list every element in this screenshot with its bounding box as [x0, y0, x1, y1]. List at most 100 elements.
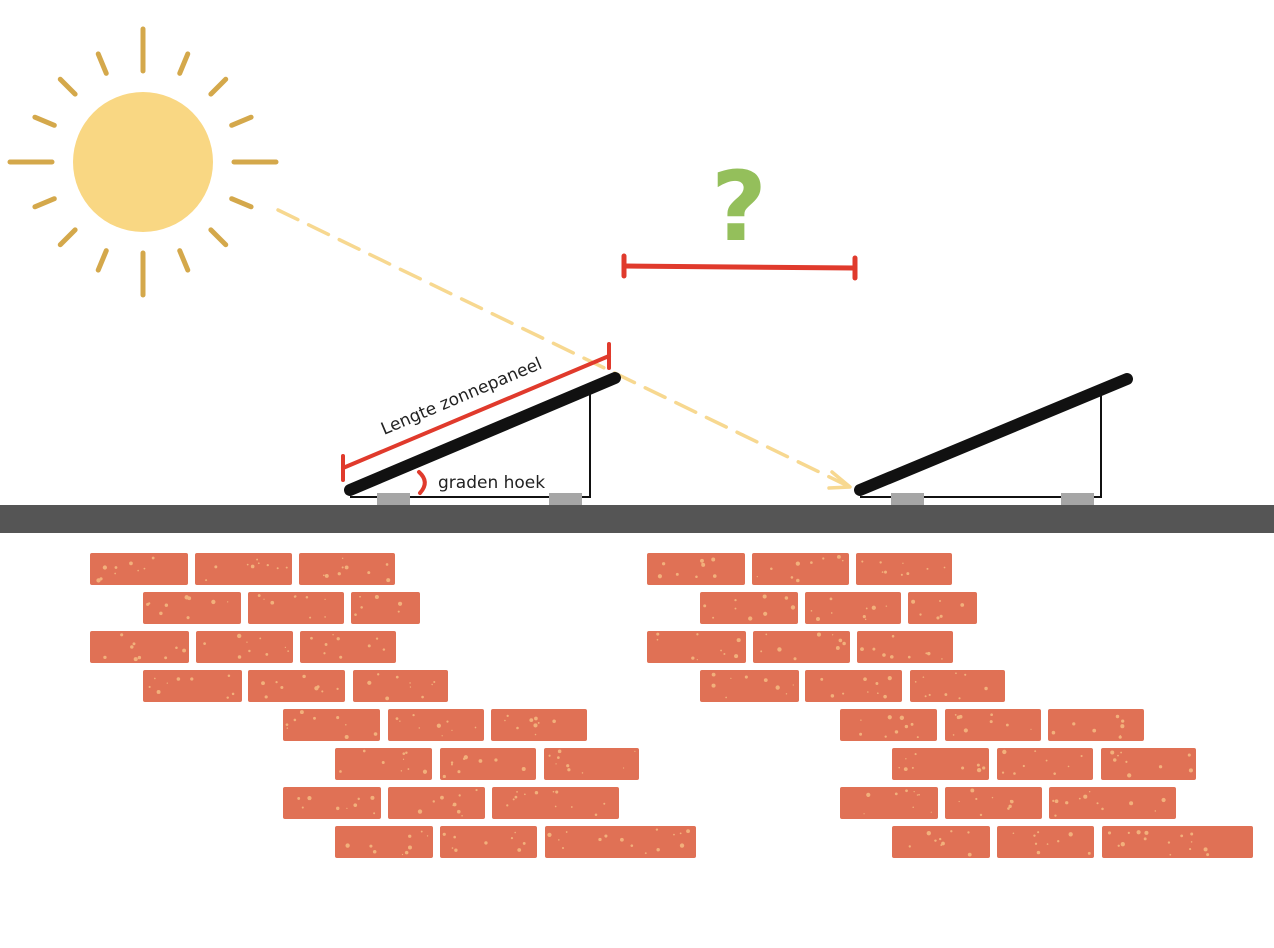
brick-speck	[264, 695, 268, 699]
brick-speck	[265, 652, 269, 656]
brick-speck	[1030, 728, 1032, 730]
brick-speck	[695, 575, 698, 579]
brick-speck	[309, 616, 312, 619]
brick	[248, 592, 344, 624]
panel-left	[344, 372, 621, 496]
brick-speck	[976, 763, 980, 767]
brick-speck	[790, 576, 794, 579]
brick-speck	[1080, 754, 1083, 758]
sun-disc	[73, 92, 213, 232]
brick-speck	[1005, 723, 1009, 727]
brick-speck	[900, 573, 903, 576]
brick-speck	[1189, 847, 1192, 851]
brick-speck	[1127, 773, 1132, 778]
brick-speck	[867, 691, 869, 693]
brick-speck	[1113, 758, 1117, 762]
brick-speck	[1072, 722, 1076, 726]
brick-speck	[926, 567, 929, 570]
brick	[1048, 709, 1144, 741]
spacing-measure	[621, 253, 858, 281]
brick-speck	[604, 834, 608, 838]
brick-speck	[548, 754, 551, 757]
brick-speck	[860, 719, 862, 721]
brick-speck	[400, 770, 403, 772]
brick-speck	[976, 767, 982, 773]
brick-speck	[820, 677, 824, 681]
brick-speck	[129, 561, 133, 566]
brick-speck	[991, 796, 994, 799]
brick-speck	[130, 645, 134, 649]
brick-speck	[516, 726, 519, 730]
brick-speck	[863, 677, 867, 682]
brick-speck	[1120, 842, 1125, 847]
brick-speck	[928, 693, 931, 696]
brick-speck	[558, 839, 560, 841]
brick-speck	[1036, 850, 1041, 855]
brick-speck	[859, 732, 863, 736]
brick-speck	[958, 714, 963, 719]
brick-speck	[341, 557, 344, 560]
brick-speck	[151, 556, 155, 560]
brick-speck	[566, 764, 570, 768]
brick-speck	[686, 829, 690, 834]
brick-speck	[302, 674, 306, 679]
brick	[351, 592, 420, 624]
brick-speck	[785, 693, 788, 695]
brick-speck	[816, 616, 821, 621]
brick-speck	[961, 766, 965, 770]
brick-speck	[452, 804, 454, 807]
brick-speck	[941, 658, 943, 660]
brick-wall-left	[90, 553, 696, 858]
brick-speck	[836, 554, 841, 559]
brick-speck	[763, 611, 768, 616]
brick-speck	[524, 793, 526, 796]
brick-speck	[630, 844, 634, 847]
brick-speck	[1136, 830, 1141, 835]
brick-speck	[918, 793, 920, 796]
brick-speck	[712, 574, 717, 578]
brick-speck	[711, 557, 716, 562]
brick-speck	[205, 579, 208, 582]
brick-speck	[830, 694, 835, 698]
brick-speck	[336, 637, 340, 641]
brick-speck	[186, 616, 190, 620]
brick-speck	[622, 767, 625, 769]
panel-length-label: Lengte zonnepaneel	[378, 354, 545, 440]
brick-speck	[989, 720, 993, 724]
brick-speck	[237, 633, 242, 639]
brick-speck	[675, 572, 679, 576]
brick-speck	[120, 633, 124, 637]
brick-speck	[250, 564, 255, 569]
brick-speck	[248, 649, 251, 653]
brick-speck	[620, 837, 624, 842]
brick-speck	[872, 647, 876, 651]
brick-speck	[884, 735, 887, 738]
brick-speck	[887, 676, 892, 681]
brick-speck	[346, 807, 348, 809]
brick-speck	[894, 792, 898, 796]
brick-speck	[367, 571, 371, 575]
sun-icon	[7, 26, 279, 298]
brick-speck	[885, 605, 888, 607]
brick-speck	[830, 612, 833, 614]
brick-speck	[979, 813, 983, 817]
brick-speck	[156, 689, 161, 694]
brick	[908, 592, 977, 624]
brick	[440, 748, 536, 780]
brick-speck	[952, 734, 955, 736]
brick-speck	[891, 634, 895, 638]
brick-speck	[517, 848, 522, 852]
brick-speck	[1154, 810, 1157, 812]
brick-speck	[1158, 765, 1163, 769]
brick-speck	[1169, 853, 1172, 856]
brick	[752, 553, 849, 585]
brick-speck	[1045, 759, 1048, 762]
brick-speck	[458, 794, 461, 797]
brick-speck	[842, 641, 846, 646]
brick-speck	[903, 767, 908, 772]
brick-speck	[1034, 842, 1038, 845]
brick-speck	[461, 814, 463, 817]
brick-speck	[734, 598, 737, 602]
brick	[90, 553, 188, 585]
brick	[283, 709, 380, 741]
